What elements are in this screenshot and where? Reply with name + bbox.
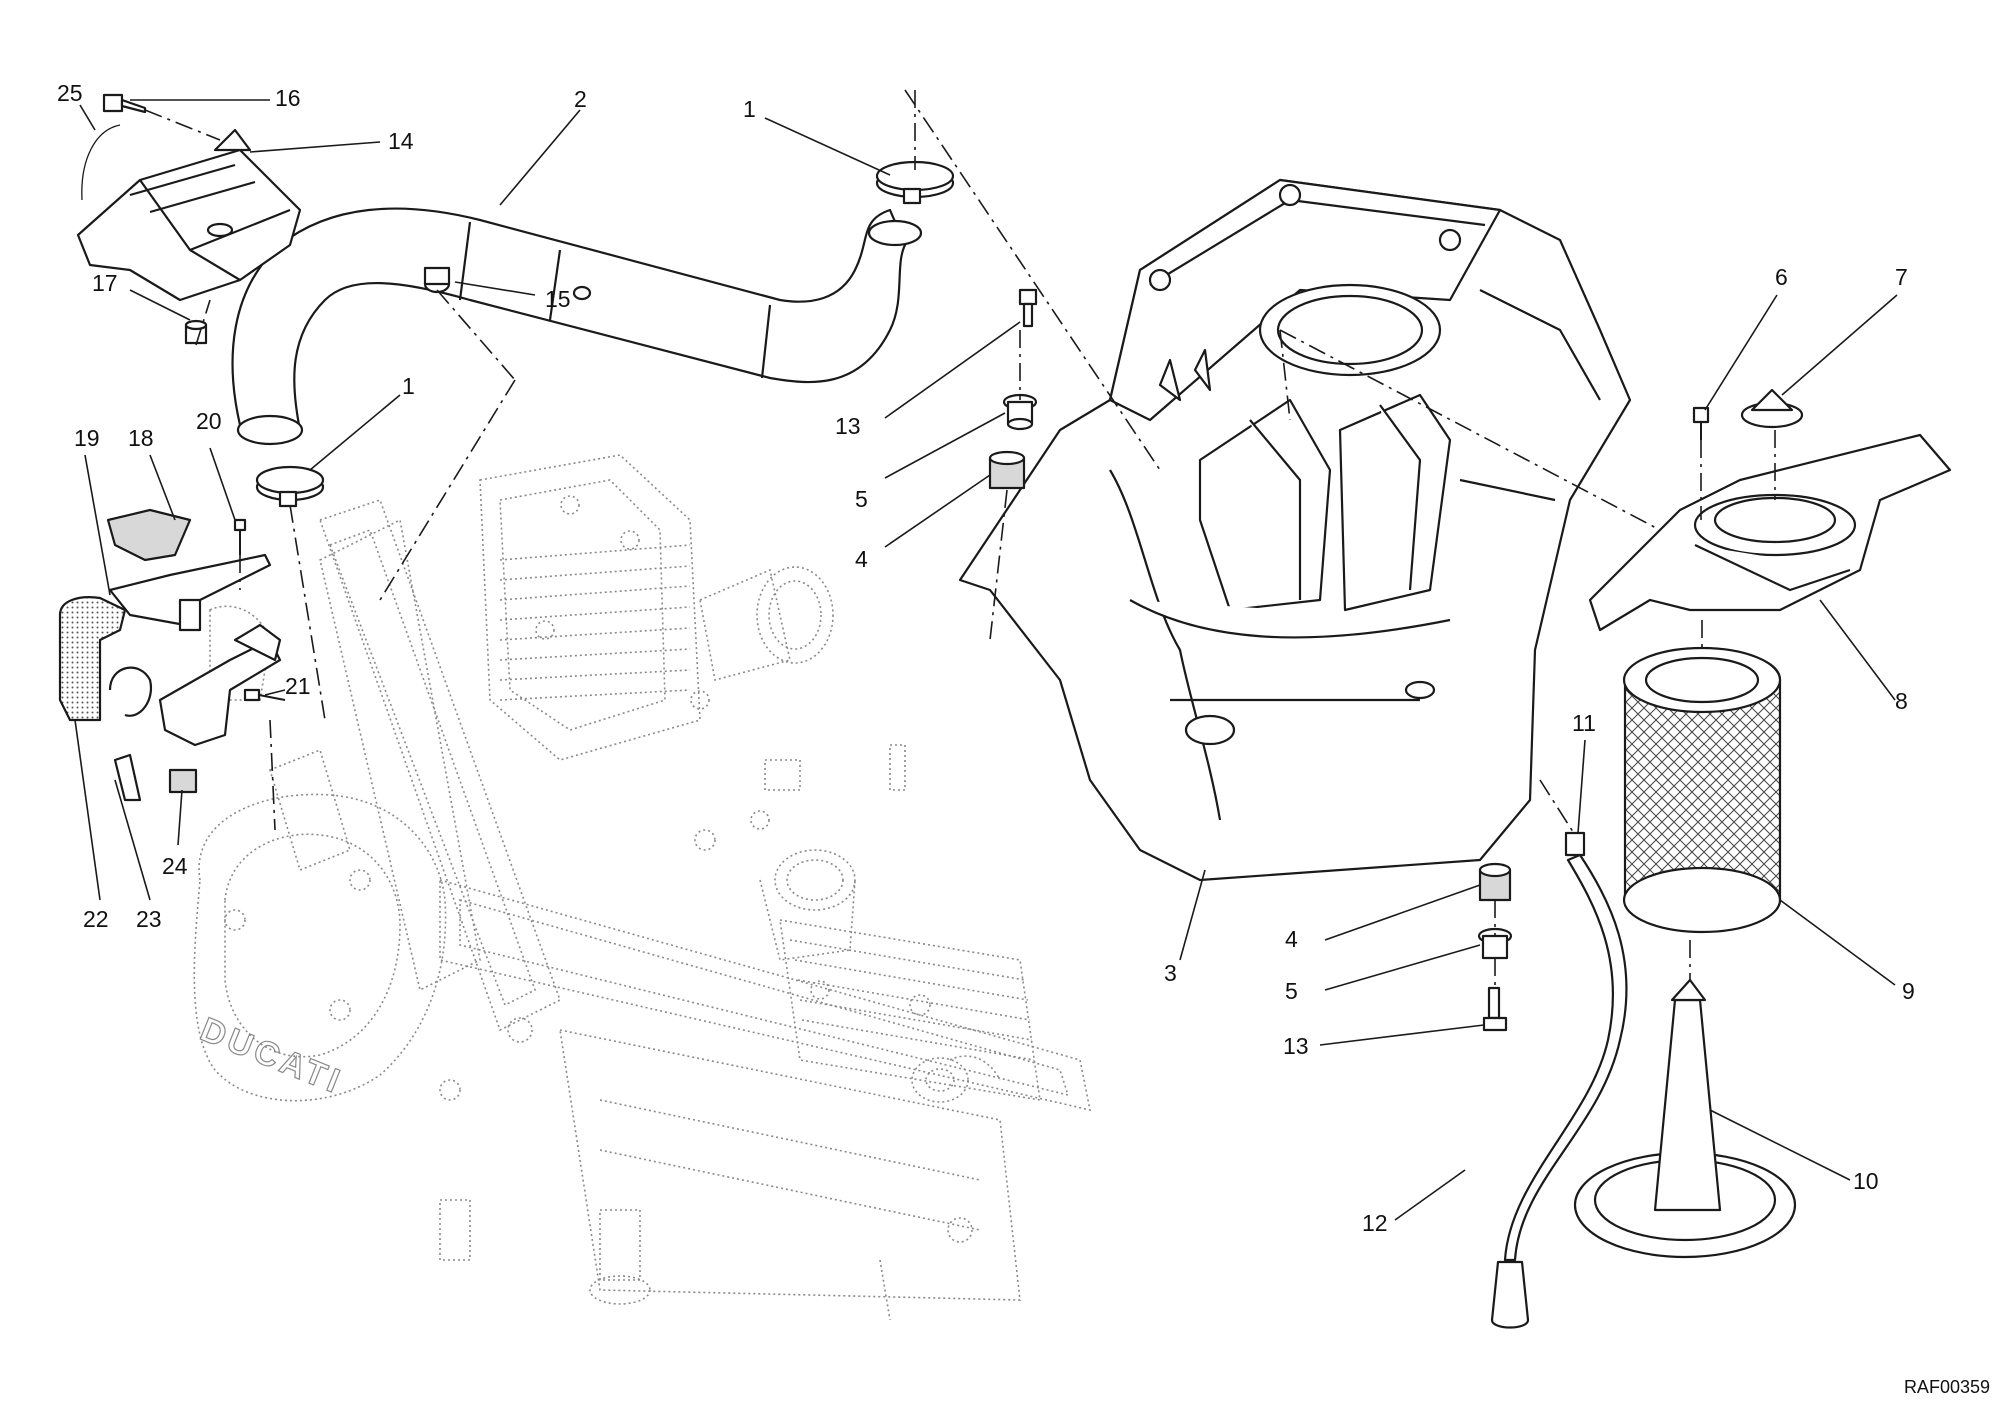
cover-part-22 — [58, 596, 127, 722]
callout-18: 18 — [128, 425, 154, 451]
grommet-part-4-lower — [1478, 862, 1512, 902]
air-filter-part-9 — [1622, 646, 1782, 934]
callout-12: 12 — [1362, 1210, 1388, 1236]
callout-16: 16 — [275, 85, 301, 111]
callout-24: 24 — [162, 853, 188, 879]
callout-5-upper: 5 — [855, 486, 868, 512]
washer-part-5-upper — [1002, 393, 1038, 431]
drawing-code: RAF00359 — [1903, 1377, 1990, 1397]
engine-logo: DUCATI — [195, 1010, 348, 1101]
pad-part-24 — [168, 768, 198, 794]
cover-part-18 — [106, 508, 192, 562]
breather-tube-part-12 — [1490, 853, 1628, 1329]
callout-25: 25 — [57, 80, 83, 106]
spring-part-23 — [108, 666, 153, 802]
callout-6: 6 — [1775, 264, 1788, 290]
grommet-part-4-upper — [988, 450, 1026, 490]
drain-funnel-part-10 — [1573, 978, 1797, 1259]
hose-clamp-part-1-bottom — [255, 465, 325, 508]
assembly-lines — [144, 89, 1776, 988]
bracket-part-14 — [76, 128, 302, 302]
callout-3: 3 — [1164, 960, 1177, 986]
clip-part-25 — [81, 124, 121, 201]
engine-phantom — [193, 454, 1092, 1321]
callout-4-upper: 4 — [855, 546, 868, 572]
callout-4-lower: 4 — [1285, 926, 1298, 952]
cap-part-7 — [1740, 388, 1804, 429]
bracket-part-19 — [108, 553, 272, 632]
screw-part-20 — [233, 518, 247, 555]
callout-5-lower: 5 — [1285, 978, 1298, 1004]
callout-13-upper: 13 — [835, 413, 861, 439]
filter-cover-part-8 — [1588, 433, 1952, 632]
clip-part-11 — [1564, 831, 1586, 857]
callout-8: 8 — [1895, 688, 1908, 714]
airbox-part-3 — [958, 178, 1632, 882]
callout-11: 11 — [1572, 710, 1596, 736]
hose-clamp-part-1-top — [867, 160, 955, 247]
callout-13-lower: 13 — [1283, 1033, 1309, 1059]
screw-part-16 — [102, 93, 147, 114]
callout-14: 14 — [388, 128, 414, 154]
callout-2: 2 — [574, 86, 587, 112]
screw-part-13-lower — [1482, 986, 1508, 1032]
callout-9: 9 — [1902, 978, 1915, 1004]
callout-10: 10 — [1853, 1168, 1879, 1194]
screw-part-13-upper — [1018, 288, 1038, 328]
callout-21: 21 — [285, 673, 311, 699]
nut-part-17 — [184, 319, 208, 345]
callout-leaders — [74, 99, 1898, 1221]
callout-23: 23 — [136, 906, 162, 932]
callout-20: 20 — [196, 408, 222, 434]
screw-part-6 — [1692, 406, 1710, 440]
callout-15: 15 — [545, 286, 571, 312]
intake-hose-part-2 — [231, 207, 907, 446]
support-part-21 — [158, 623, 286, 747]
callout-19: 19 — [74, 425, 100, 451]
callout-17: 17 — [92, 270, 118, 296]
callout-7: 7 — [1895, 264, 1908, 290]
callout-1-top: 1 — [743, 96, 756, 122]
grommet-part-15 — [423, 266, 451, 294]
callout-22: 22 — [83, 906, 109, 932]
callout-1-bottom: 1 — [402, 373, 415, 399]
